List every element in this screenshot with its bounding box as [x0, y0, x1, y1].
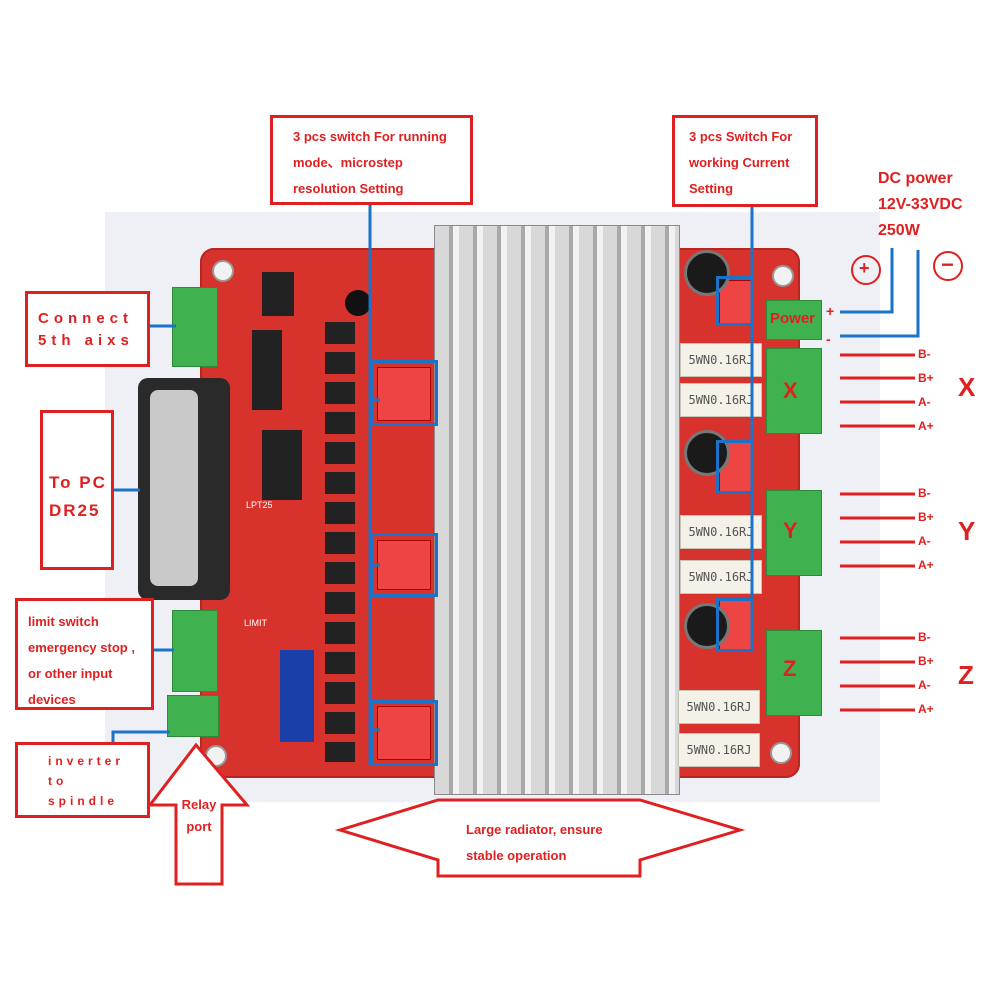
db25-shell: [150, 390, 198, 586]
ic-column: [325, 322, 355, 762]
callout-working-current: 3 pcs Switch For working Current Setting: [672, 115, 818, 207]
pin-label: A+: [918, 558, 934, 572]
ic-chip: [252, 330, 282, 410]
dip-switch: [377, 367, 431, 421]
callout-inverter: inverter to spindle: [15, 742, 150, 818]
resistor: 5WN0.16RJ: [680, 515, 762, 549]
callout-fifth-axis: Connect 5th aixs: [25, 291, 150, 367]
dip-group-box: [370, 700, 438, 766]
dc-power-label: DC power 12V-33VDC 250W: [878, 170, 963, 239]
mount-hole: [770, 742, 792, 764]
terminal-x: [766, 348, 822, 434]
radiator-label: Large radiator, ensure stable operation: [466, 822, 603, 863]
power-terminal-label: Power: [770, 310, 816, 327]
pin-label: B-: [918, 630, 931, 644]
axis-label-y: Y: [958, 516, 976, 546]
terminal-y: [766, 490, 822, 576]
pin-label: A+: [918, 419, 934, 433]
dip-group-box: [716, 598, 754, 652]
resistor: 5WN0.16RJ: [678, 690, 760, 724]
negative-symbol: −: [941, 252, 954, 277]
resistor: 5WN0.16RJ: [680, 560, 762, 594]
dip-group-box: [716, 276, 754, 326]
mount-hole: [212, 260, 234, 282]
dip-group-box: [370, 533, 438, 597]
terminal-limit: [172, 610, 218, 692]
capacitor: [684, 430, 730, 476]
mount-hole: [205, 745, 227, 767]
axis-label-x: X: [958, 372, 976, 402]
capacitor: [684, 603, 730, 649]
dip-switch: [377, 706, 431, 760]
capacitor: [345, 290, 371, 316]
pin-label: A-: [918, 395, 931, 409]
axis-label-z: Z: [958, 660, 974, 690]
terminal-axis-label: X: [783, 378, 798, 403]
terminal-axis-label: Y: [783, 518, 798, 543]
relay-port-label: Relay port: [181, 797, 217, 834]
positive-symbol: +: [859, 258, 870, 278]
heatsink: [434, 225, 680, 795]
power-plus-label: +: [826, 303, 835, 319]
dip-group-box: [370, 360, 438, 426]
terminal-power: [766, 300, 822, 340]
pin-label: B-: [918, 486, 931, 500]
callout-to-pc: To PC DR25: [40, 410, 114, 570]
pin-label: B+: [918, 510, 934, 524]
pin-label: B-: [918, 347, 931, 361]
resistor: 5WN0.16RJ: [678, 733, 760, 767]
limit-label: LIMIT: [244, 618, 268, 628]
pin-label: B+: [918, 371, 934, 385]
resistor: 5WN0.16RJ: [680, 343, 762, 377]
terminal-5th-axis: [172, 287, 218, 367]
power-minus-label: -: [826, 331, 831, 347]
relay: [280, 650, 314, 742]
resistor: 5WN0.16RJ: [680, 383, 762, 417]
pin-label: A-: [918, 534, 931, 548]
terminal-axis-label: Z: [783, 656, 797, 681]
callout-running-mode: 3 pcs switch For running mode、microstep …: [270, 115, 473, 205]
pin-label: A-: [918, 678, 931, 692]
pin-label: A+: [918, 702, 934, 716]
callout-limit-switch: limit switch emergency stop , or other i…: [15, 598, 154, 710]
dip-group-box: [716, 440, 754, 494]
pin-label: B+: [918, 654, 934, 668]
ic-chip: [262, 430, 302, 500]
lpt-label: LPT25: [246, 500, 273, 510]
terminal-z: [766, 630, 822, 716]
mount-hole: [772, 265, 794, 287]
capacitor: [684, 250, 730, 296]
ic-chip: [262, 272, 294, 316]
terminal-relay: [167, 695, 219, 737]
